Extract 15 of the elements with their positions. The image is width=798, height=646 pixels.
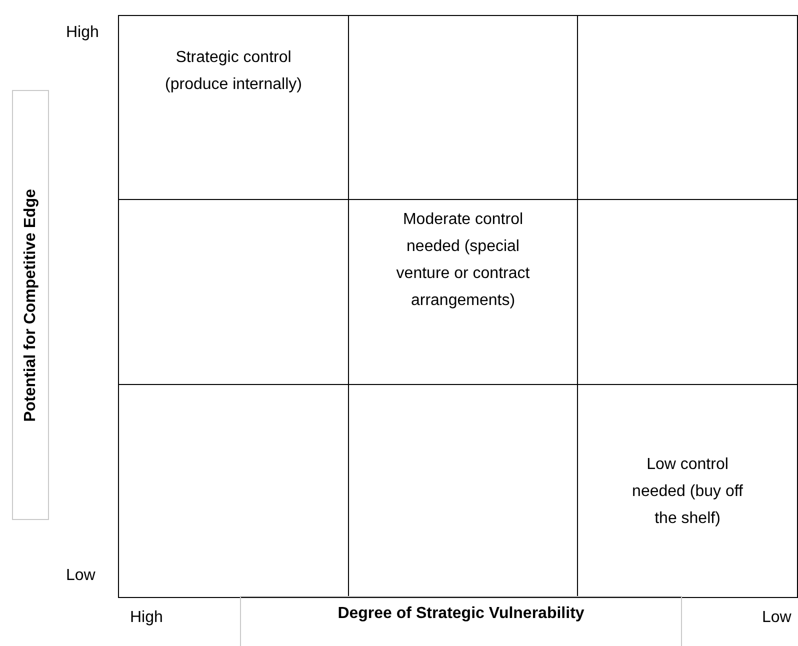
axis-title: Degree of Strategic Vulnerability xyxy=(338,605,584,623)
axis-title-box xyxy=(240,596,682,646)
matrix-cell xyxy=(577,15,798,200)
axis-tick-label: Low xyxy=(762,609,792,627)
matrix-cell xyxy=(118,15,349,200)
matrix-cell xyxy=(577,384,798,598)
cell-text: Low control needed (buy off the shelf) xyxy=(631,454,744,528)
axis-title: Potential for Competitive Edge xyxy=(22,188,40,422)
cell-text: Strategic control (produce internally) xyxy=(164,48,303,95)
cell-text: Moderate control needed (special venture or contract arrangements) xyxy=(395,210,531,311)
axis-title-box xyxy=(12,90,49,520)
axis-tick-label: Low xyxy=(66,567,96,585)
axis-tick-label: High xyxy=(66,24,99,42)
axis-tick-label: High xyxy=(130,609,163,627)
matrix-cell xyxy=(118,384,349,598)
